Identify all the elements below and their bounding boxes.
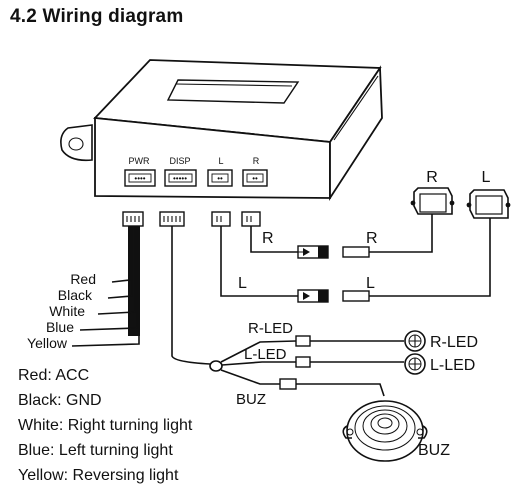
legend-item-white: White: Right turning light <box>18 417 193 434</box>
wire-label-l-start: L <box>238 275 247 292</box>
port-r[interactable]: •• <box>242 169 268 187</box>
wire-label-l-end: L <box>366 275 375 292</box>
power-harness <box>71 226 140 347</box>
sensor-left <box>466 189 511 219</box>
sensor-label-left: L <box>482 169 491 186</box>
disp-cable <box>171 226 217 367</box>
port-label-r: R <box>253 156 260 166</box>
port-label-pwr: PWR <box>129 156 150 166</box>
cable-label-r-led: R-LED <box>248 320 293 337</box>
legend-item-yellow: Yellow: Reversing light <box>18 467 179 484</box>
port-l[interactable]: •• <box>207 169 233 187</box>
disp-plug[interactable] <box>159 211 185 227</box>
wire-label-white: White <box>49 303 85 319</box>
wire-label-r-end: R <box>366 230 378 247</box>
legend-item-blue: Blue: Left turning light <box>18 442 173 459</box>
r-led-indicator <box>404 330 426 352</box>
wire-label-r-start: R <box>262 230 274 247</box>
l-led-indicator <box>404 353 426 375</box>
wire-label-blue: Blue <box>46 319 74 335</box>
wire-label-black: Black <box>58 287 93 303</box>
svg-text:••: •• <box>217 174 223 183</box>
svg-text:•••••: ••••• <box>173 174 187 183</box>
cable-label-l-led: L-LED <box>244 346 287 363</box>
port-pwr[interactable]: •••• <box>124 169 156 187</box>
port-label-disp: DISP <box>169 156 190 166</box>
led-label-r: R-LED <box>430 334 478 351</box>
cable-splitter <box>209 360 223 372</box>
buzzer-label: BUZ <box>418 442 450 459</box>
pwr-plug[interactable] <box>122 211 144 227</box>
port-disp[interactable]: ••••• <box>164 169 197 187</box>
svg-text:••: •• <box>252 174 258 183</box>
legend-item-red: Red: ACC <box>18 367 90 384</box>
r-plug[interactable] <box>241 211 261 227</box>
cable-label-buz: BUZ <box>236 391 266 408</box>
legend-item-black: Black: GND <box>18 392 102 409</box>
svg-text:••••: •••• <box>134 174 145 183</box>
page-title: 4.2 Wiring diagram <box>10 6 184 27</box>
wire-label-yellow: Yellow <box>27 335 68 351</box>
led-label-l: L-LED <box>430 357 475 374</box>
port-label-l: L <box>218 156 223 166</box>
wire-label-red: Red <box>70 271 96 287</box>
buzzer <box>342 400 428 462</box>
sensor-label-right: R <box>426 169 438 186</box>
l-plug[interactable] <box>211 211 231 227</box>
sensor-right <box>410 187 455 215</box>
